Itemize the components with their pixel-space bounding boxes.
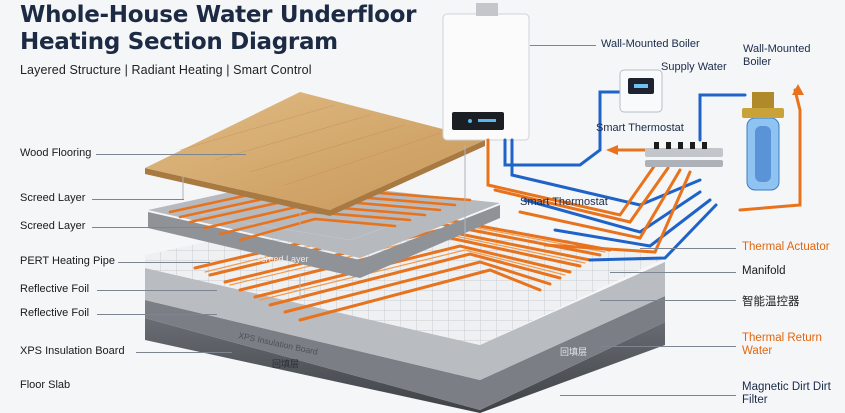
leader-xps <box>136 352 232 353</box>
label-boiler-2: Wall-Mounted Boiler <box>743 43 811 68</box>
leader-manifold <box>610 272 736 273</box>
page-subtitle: Layered Structure | Radiant Heating | Sm… <box>20 63 312 77</box>
return-pipes <box>486 88 802 254</box>
leader-smart-control <box>600 300 736 301</box>
label-reflective-foil-2: Reflective Foil <box>20 307 90 319</box>
label-smart-thermostat-1: Smart Thermostat <box>596 122 684 134</box>
leader-foil-1 <box>97 290 217 291</box>
label-wood-flooring: Wood Flooring <box>20 147 92 159</box>
support-pins <box>182 145 466 298</box>
label-screed-layer-1: Screed Layer <box>20 192 86 204</box>
label-pert-pipe: PERT Heating Pipe <box>20 255 115 267</box>
thermostat-device <box>619 69 663 113</box>
label-boiler-1: Wall-Mounted Boiler <box>601 38 700 50</box>
dirt-filter <box>742 92 784 191</box>
label-reflective-foil-1: Reflective Foil <box>20 283 90 295</box>
page-title: Whole-House Water Underfloor Heating Sec… <box>20 2 417 55</box>
label-smart-thermostat-2: Smart Thermostat <box>520 196 608 208</box>
leader-foil-2 <box>97 314 217 315</box>
leader-screed-2 <box>92 227 212 228</box>
xps-board <box>145 205 665 380</box>
leader-screed-1 <box>92 199 184 200</box>
leader-thermal-actuator <box>640 248 736 249</box>
label-thermal-actuator: Thermal Actuator <box>742 241 830 253</box>
wood-flooring <box>145 92 485 216</box>
label-floor-slab: Floor Slab <box>20 379 71 391</box>
backfill-text-2: 回填层 <box>560 346 587 358</box>
wall-boiler <box>442 3 530 141</box>
label-screed-layer-2: Screed Layer <box>20 220 86 232</box>
leader-boiler-1 <box>530 45 596 46</box>
backfill-text-1: 回填层 <box>272 358 299 370</box>
label-thermal-return: Thermal Return Water <box>742 332 822 357</box>
leader-dirt-filter <box>560 395 736 396</box>
label-dirt-filter: Magnetic Dirt Dirt Filter <box>742 381 831 406</box>
screed-text: Screed Layer <box>255 254 309 264</box>
leader-wood-flooring <box>96 154 246 155</box>
supply-pipes <box>503 90 747 262</box>
manifold <box>645 142 723 167</box>
label-smart-control-cn: 智能温控器 <box>742 294 800 308</box>
floor-slab <box>145 296 665 413</box>
arrow-up <box>792 84 804 95</box>
leader-pert-pipe <box>118 262 210 263</box>
arrow-left <box>606 145 618 155</box>
leader-thermal-return <box>600 346 736 347</box>
label-xps-board: XPS Insulation Board <box>20 345 125 357</box>
label-supply-water: Supply Water <box>661 61 727 73</box>
label-manifold: Manifold <box>742 265 786 277</box>
